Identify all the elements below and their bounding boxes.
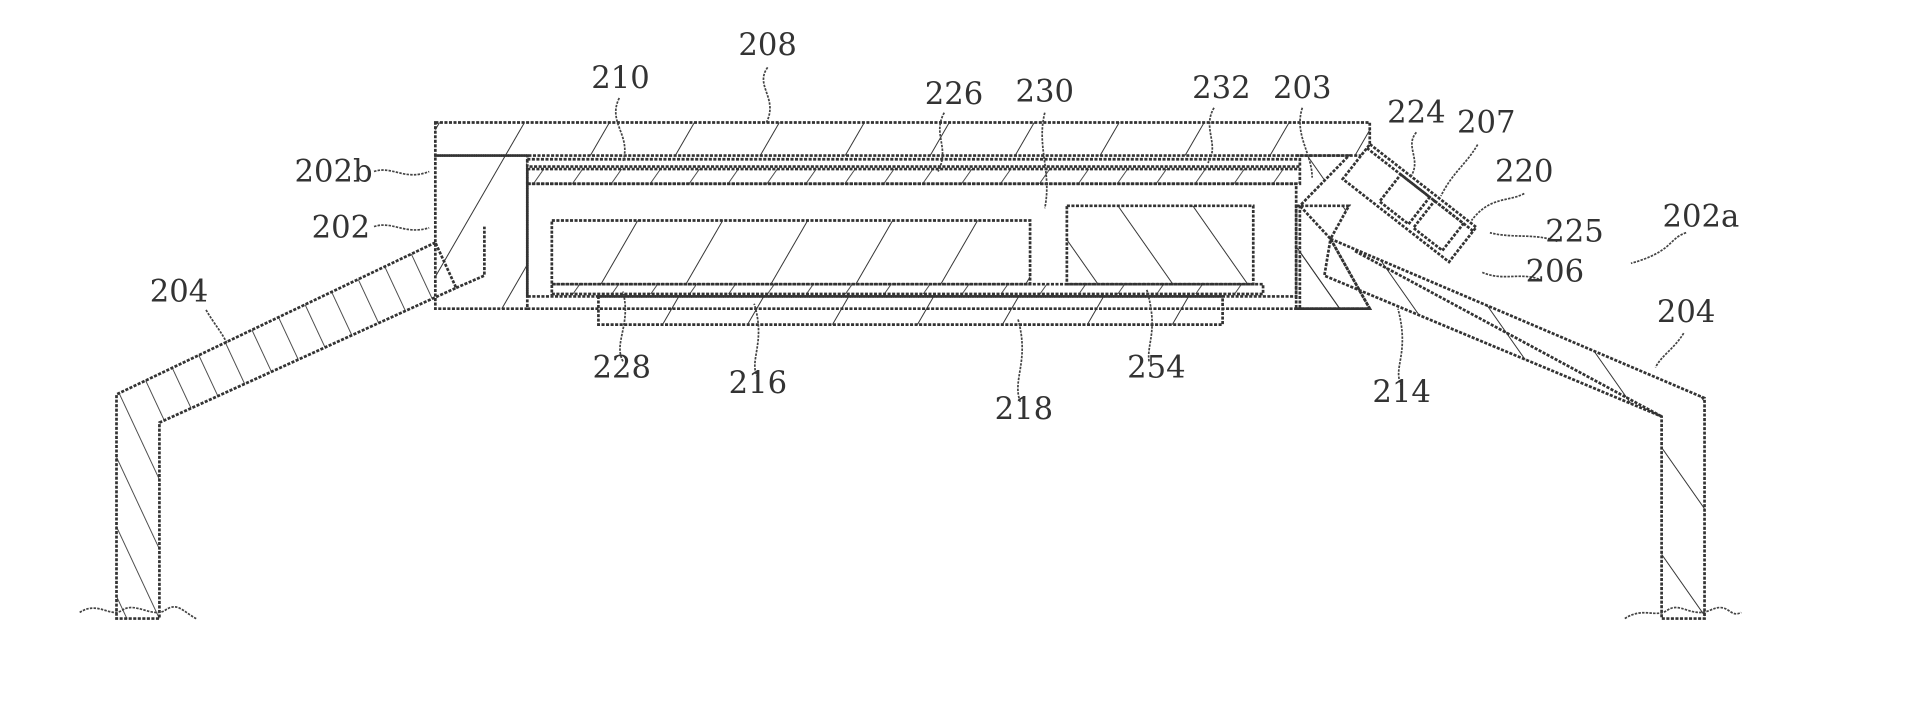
label-254: 254 bbox=[1127, 350, 1186, 385]
label-202b: 202b bbox=[294, 154, 372, 189]
label-202a: 202a bbox=[1662, 200, 1739, 235]
component-207 bbox=[1340, 142, 1479, 264]
label-204-right: 204 bbox=[1657, 295, 1716, 330]
label-230: 230 bbox=[1016, 75, 1075, 110]
label-232: 232 bbox=[1192, 71, 1251, 106]
label-206: 206 bbox=[1526, 255, 1585, 290]
label-224: 224 bbox=[1387, 96, 1446, 131]
label-228: 228 bbox=[592, 350, 651, 385]
layer-210 bbox=[525, 157, 1302, 168]
left-strap bbox=[115, 240, 458, 620]
label-202: 202 bbox=[312, 211, 371, 246]
label-216: 216 bbox=[729, 366, 788, 401]
component-216 bbox=[550, 219, 1032, 286]
label-220: 220 bbox=[1495, 154, 1554, 189]
label-226: 226 bbox=[925, 77, 984, 112]
label-218: 218 bbox=[995, 392, 1054, 427]
label-210: 210 bbox=[591, 61, 650, 96]
cover-208 bbox=[433, 121, 1372, 157]
housing-left-202 bbox=[433, 154, 529, 311]
label-214: 214 bbox=[1372, 375, 1431, 410]
label-208: 208 bbox=[738, 28, 797, 63]
layer-226 bbox=[525, 167, 1302, 186]
right-strap bbox=[1322, 236, 1706, 620]
label-207: 207 bbox=[1457, 105, 1516, 140]
label-225: 225 bbox=[1545, 214, 1604, 249]
label-204-left: 204 bbox=[150, 274, 209, 309]
label-203: 203 bbox=[1273, 71, 1332, 106]
component-254 bbox=[1065, 204, 1255, 286]
leader-lines bbox=[205, 66, 1687, 403]
back-plate-218 bbox=[597, 295, 1224, 326]
layer-228 bbox=[550, 282, 1265, 296]
